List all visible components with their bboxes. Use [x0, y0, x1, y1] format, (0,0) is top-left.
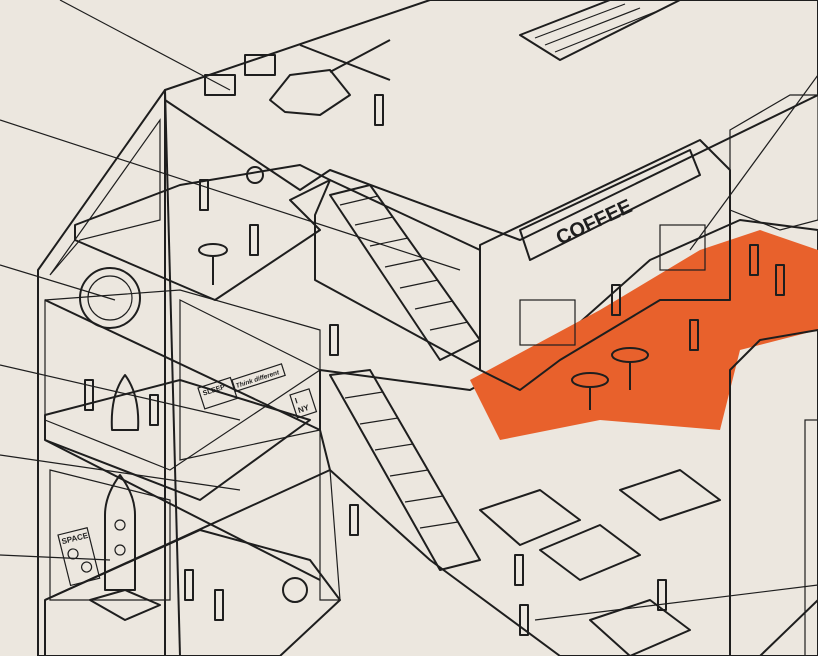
i-love-ny-sign-ny: NY: [297, 403, 311, 415]
stair-shaft-wall: [319, 429, 341, 601]
roof-vent: [519, 0, 681, 61]
rocket-icon: [89, 474, 161, 621]
floor-divider: [44, 299, 321, 431]
floor-divider: [44, 439, 321, 581]
helicopter-icon: [269, 39, 391, 116]
top-floor: [74, 164, 331, 301]
i-love-ny-sign-i: I: [294, 396, 299, 405]
hamster-wheel-icon: [79, 267, 141, 329]
cafe-tables: [198, 243, 649, 410]
roof: [164, 0, 818, 241]
upper-staircase: [329, 184, 481, 361]
office-desks: [479, 469, 721, 656]
building-left-wall: [37, 89, 166, 656]
middle-floor: [44, 379, 311, 501]
planet-icon: [282, 577, 308, 603]
right-wall: [729, 94, 818, 231]
callout-lines: [0, 0, 818, 621]
floor-divider: [164, 89, 181, 656]
lower-staircase: [329, 369, 481, 571]
roof-ac-unit: [244, 54, 276, 76]
people-figures: [84, 94, 785, 636]
small-rocket-icon: [110, 374, 140, 431]
attic-wall: [49, 118, 161, 276]
right-elevator-frame: [729, 329, 818, 656]
roof-ac-unit: [204, 74, 236, 96]
floor-divider: [44, 469, 331, 601]
disco-ball-icon: [246, 166, 264, 184]
cafe-floor: [470, 230, 818, 440]
